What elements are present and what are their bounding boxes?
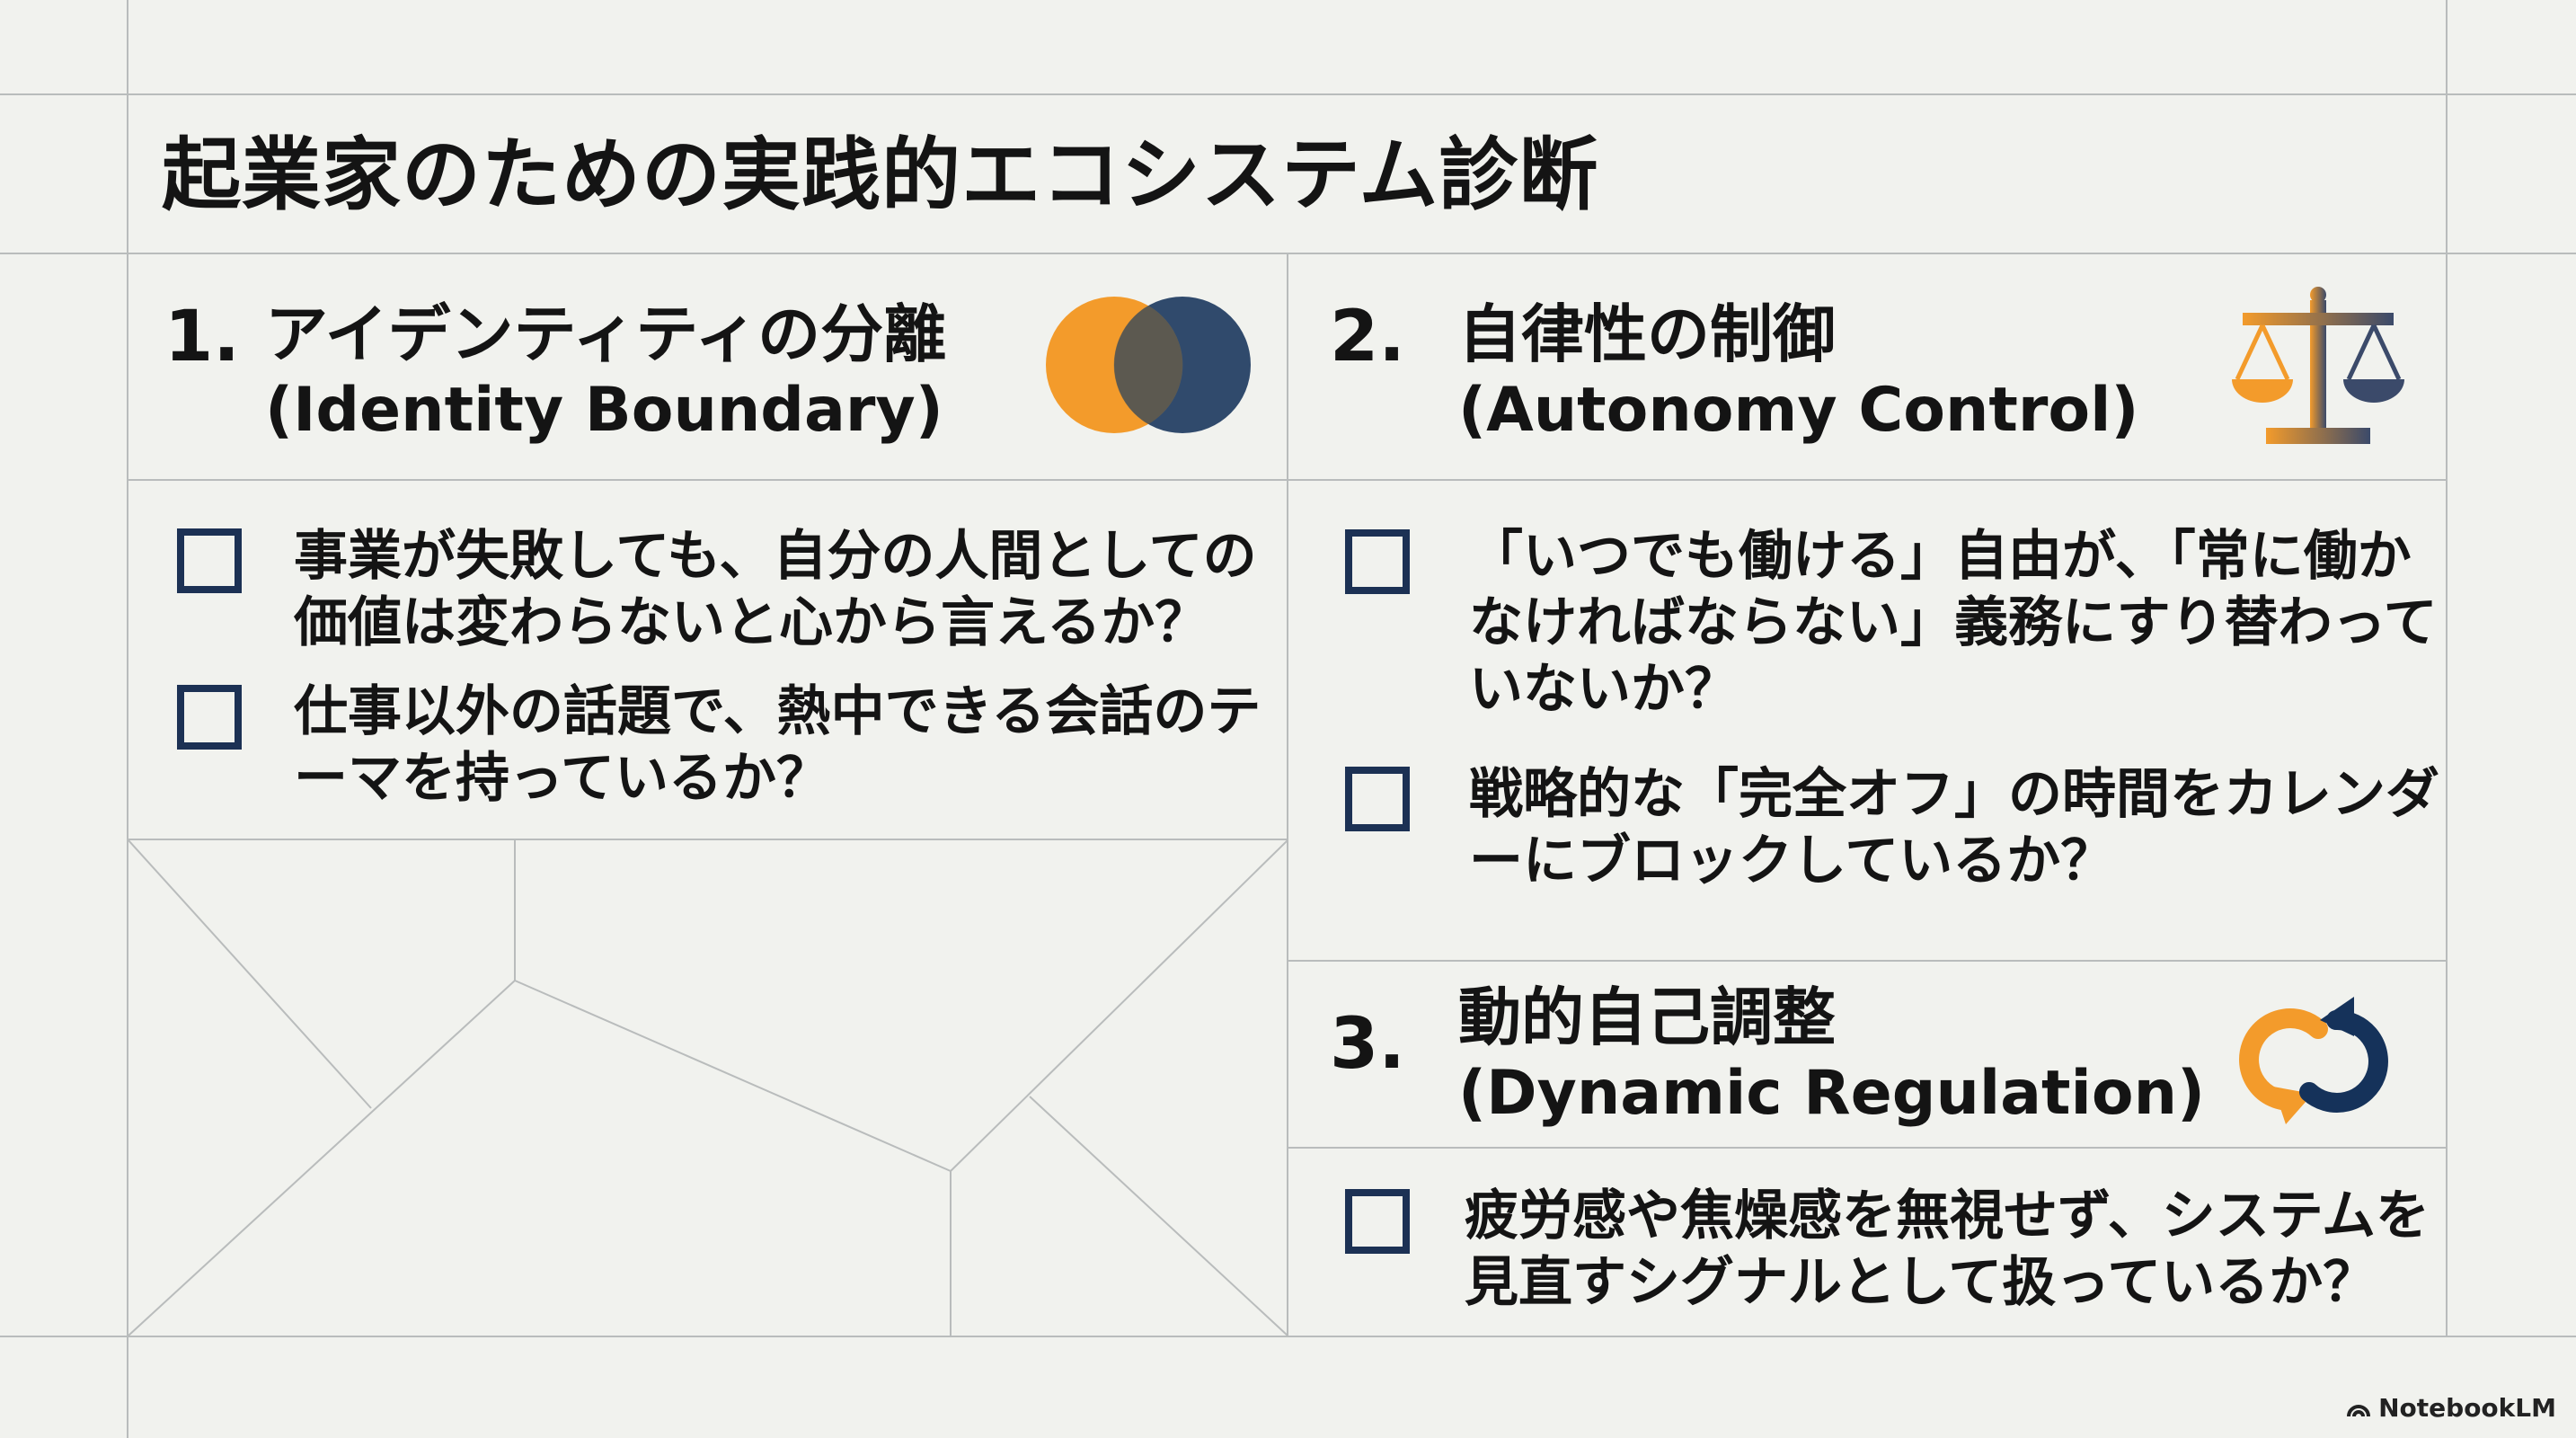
section-1-number: 1. (164, 297, 240, 377)
section-1-subtitle: (Identity Boundary) (265, 375, 943, 446)
page-title: 起業家のための実践的エコシステム診断 (162, 129, 1599, 221)
section-2-title: 自律性の制御 (1458, 297, 1836, 371)
section-3-item-1-text: 疲労感や焦燥感を無視せず、システムを 見直すシグナルとして扱っているか？ (1465, 1185, 2430, 1314)
section-1-item-1-checkbox[interactable] (177, 528, 242, 593)
grid-line-right (2446, 0, 2448, 1336)
section-1-item-2-checkbox[interactable] (177, 685, 242, 750)
section-2-subtitle: (Autonomy Control) (1458, 375, 2139, 446)
refresh-cycle-icon (2239, 997, 2388, 1124)
section-2-item-1-text: 「いつでも働ける」自由が、「常に働か なければならない」義務にすり替わって いな… (1469, 525, 2438, 721)
section-3-title: 動的自己調整 (1458, 981, 1836, 1054)
grid-line-sec1-bottom (128, 839, 1288, 840)
grid-line-middle (1287, 253, 1288, 1336)
section-1-item-2-text: 仕事以外の話題で、熱中できる会話のテ ーマを持っているか？ (294, 680, 1261, 810)
grid-line-bottom (0, 1336, 2576, 1337)
decorative-geometric-lines (128, 840, 1288, 1336)
section-2-item-1-checkbox[interactable] (1345, 529, 1410, 594)
overlapping-circles-icon (1046, 297, 1251, 433)
notebooklm-brand: NotebookLM (2346, 1393, 2556, 1423)
section-3-item-1-checkbox[interactable] (1345, 1189, 1410, 1254)
section-2-number: 2. (1330, 297, 1405, 377)
section-2-item-2-checkbox[interactable] (1345, 767, 1410, 831)
section-1-item-1-text: 事業が失敗しても、自分の人間としての 価値は変わらないと心から言えるか？ (294, 525, 1257, 654)
grid-line-sec2-bottom (1288, 960, 2447, 962)
grid-line-top (0, 93, 2576, 95)
brand-label: NotebookLM (2378, 1393, 2556, 1423)
section-3-number: 3. (1330, 1004, 1405, 1085)
grid-line-sec3-header-bottom (1288, 1147, 2447, 1149)
section-1-title: アイデンティティの分離 (265, 297, 947, 371)
grid-line-left (127, 0, 128, 1438)
balance-scale-icon (2232, 287, 2404, 444)
notebooklm-logo-icon (2347, 1404, 2371, 1416)
section-3-subtitle: (Dynamic Regulation) (1458, 1058, 2206, 1129)
section-2-item-2-text: 戦略的な「完全オフ」の時間をカレンダ ーにブロックしているか？ (1469, 763, 2439, 892)
